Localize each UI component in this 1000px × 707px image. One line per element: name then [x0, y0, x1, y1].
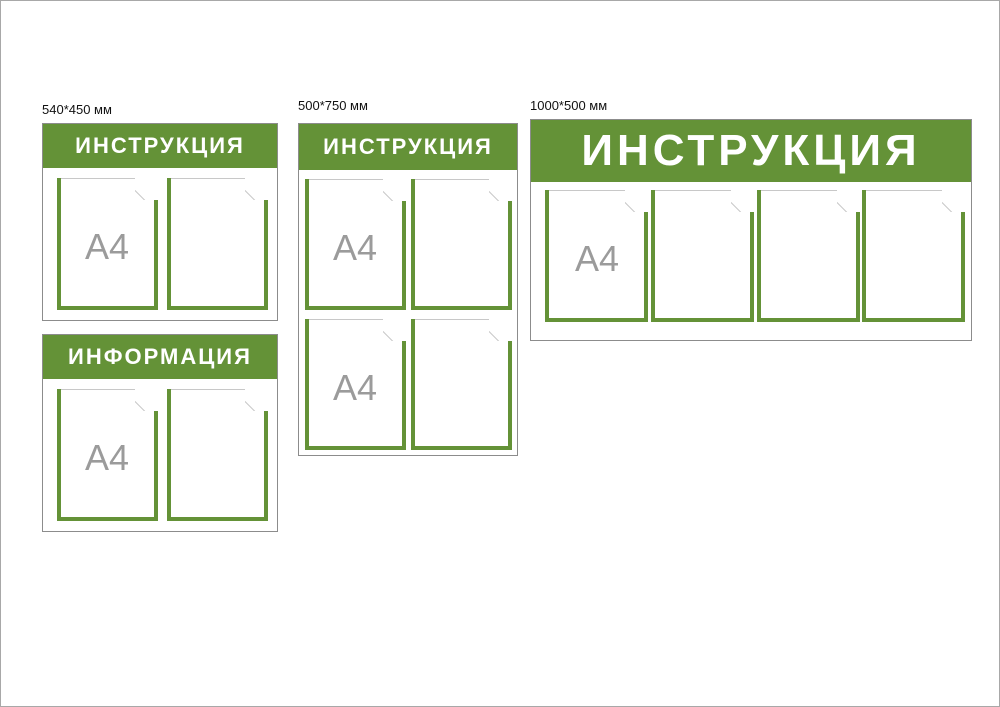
board-1-pocket-1: А4 — [57, 178, 158, 310]
board-3-pocket-3-label: А4 — [333, 367, 378, 408]
board-4-pocket-1-label: А4 — [575, 238, 620, 279]
board-3-pocket-2 — [411, 179, 512, 310]
board-4-size-label: 1000*500 мм — [530, 98, 608, 113]
board-3-pocket-4 — [411, 319, 512, 450]
board-1-size-label: 540*450 мм — [42, 102, 112, 117]
board-2: ИНФОРМАЦИЯ А4 — [42, 334, 278, 532]
board-3-pocket-1: А4 — [305, 179, 406, 310]
board-2-pocket-1-label: А4 — [85, 437, 130, 478]
board-4-pocket-1: А4 — [545, 190, 648, 322]
board-3-size-label: 500*750 мм — [298, 98, 368, 113]
board-1: ИНСТРУКЦИЯ А4 — [42, 123, 278, 321]
board-4-pocket-4 — [862, 190, 965, 322]
board-4-title: ИНСТРУКЦИЯ — [531, 120, 971, 182]
board-1-title: ИНСТРУКЦИЯ — [43, 124, 277, 168]
board-3: ИНСТРУКЦИЯ А4 А4 — [298, 123, 518, 456]
board-2-pocket-1: А4 — [57, 389, 158, 521]
board-4: ИНСТРУКЦИЯ А4 — [530, 119, 972, 341]
board-3-pocket-1-label: А4 — [333, 227, 378, 268]
board-3-title: ИНСТРУКЦИЯ — [299, 124, 517, 170]
board-1-pocket-1-label: А4 — [85, 226, 130, 267]
board-3-pocket-3: А4 — [305, 319, 406, 450]
board-4-pocket-2 — [651, 190, 754, 322]
board-1-pocket-2 — [167, 178, 268, 310]
board-2-pocket-2 — [167, 389, 268, 521]
board-2-title: ИНФОРМАЦИЯ — [43, 335, 277, 379]
board-4-pocket-3 — [757, 190, 860, 322]
